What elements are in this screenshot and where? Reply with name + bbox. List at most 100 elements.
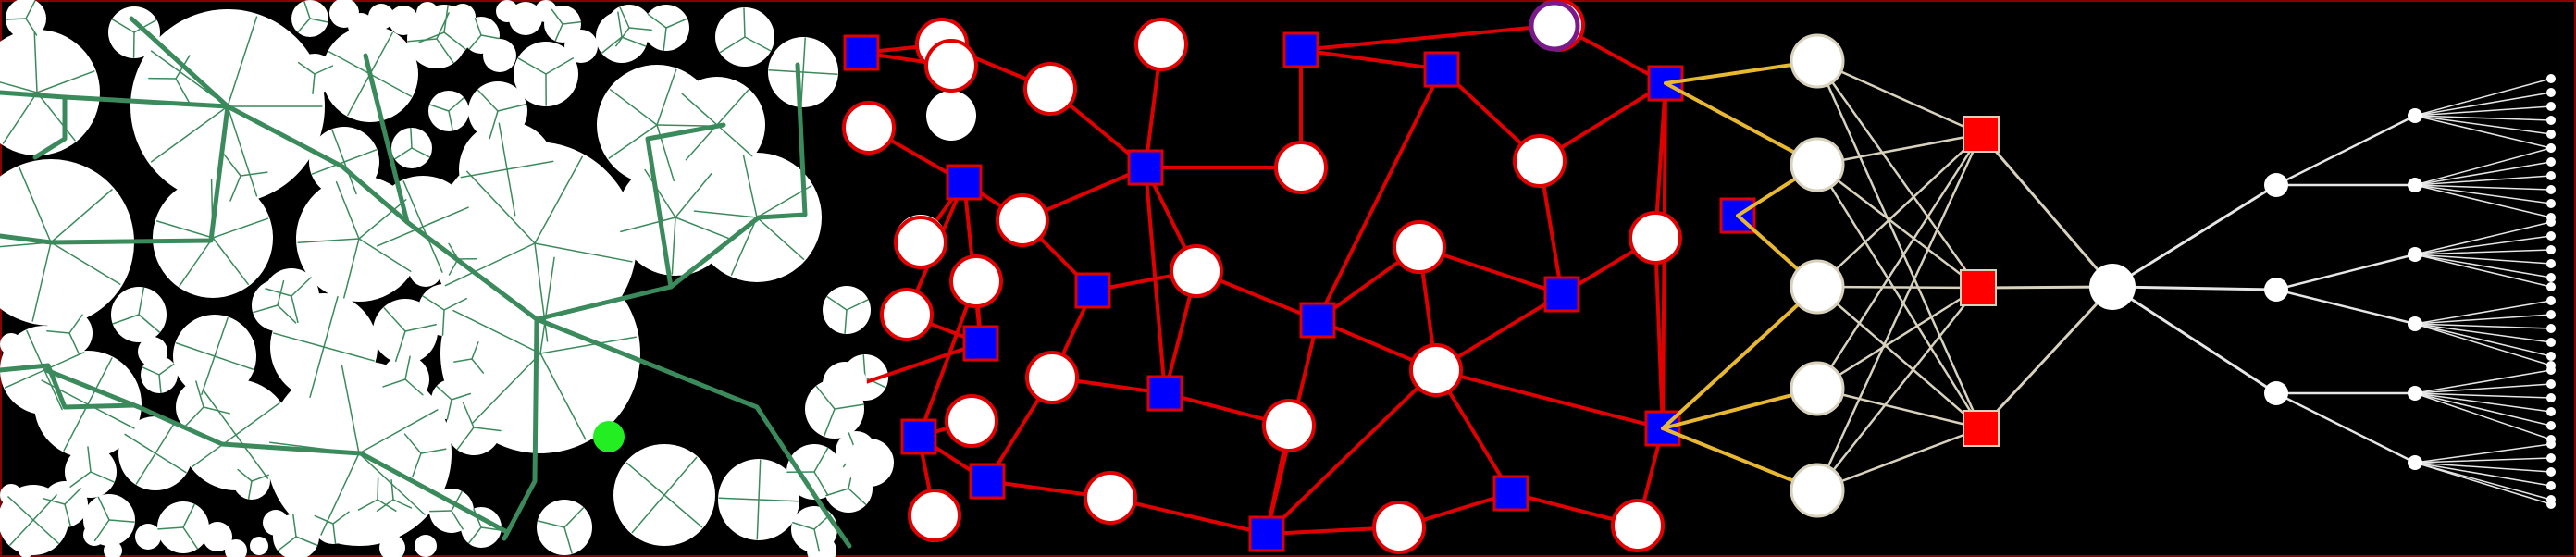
packing-spoke-edge bbox=[297, 238, 360, 244]
network-circle-node bbox=[1611, 499, 1665, 552]
packing-spoke-edge bbox=[237, 468, 253, 482]
packing-spoke-edge bbox=[41, 379, 89, 405]
packing-spoke-edge bbox=[311, 161, 345, 175]
packing-spoke-edge bbox=[323, 296, 339, 348]
packing-spoke-edge bbox=[446, 399, 452, 420]
packing-spoke-edge bbox=[615, 27, 630, 47]
packing-spoke-edge bbox=[158, 363, 175, 376]
packing-spoke-edge bbox=[7, 496, 34, 521]
packing-spoke-edge bbox=[815, 386, 836, 410]
packing-spoke-edge bbox=[377, 499, 397, 512]
packing-spoke-edge bbox=[335, 180, 360, 240]
network-circle-node bbox=[1409, 343, 1463, 397]
network-circle-node bbox=[908, 489, 961, 542]
packing-spoke-edge bbox=[756, 499, 760, 540]
packing-spoke-edge bbox=[538, 520, 565, 528]
packing-spoke-edge bbox=[347, 73, 371, 117]
tree-leaf-node bbox=[2546, 130, 2556, 139]
tree-leaf-edge bbox=[2414, 392, 2552, 440]
tree-leaf-edge bbox=[2414, 147, 2552, 186]
packing-spoke-edge bbox=[26, 329, 45, 371]
packing-spoke-edge bbox=[620, 217, 676, 233]
packing-spoke-edge bbox=[428, 510, 452, 513]
bipartite-left-node bbox=[1790, 463, 1845, 518]
tree-leaf-edge bbox=[2414, 78, 2552, 117]
packing-spoke-edge bbox=[369, 31, 393, 75]
packing-spoke-edge bbox=[407, 38, 438, 43]
tree-leaf-node bbox=[2546, 421, 2556, 430]
hub-edge bbox=[1979, 285, 2114, 430]
packing-spoke-edge bbox=[203, 406, 231, 415]
packing-spoke-edge bbox=[212, 237, 249, 285]
bipartite-left-node bbox=[1790, 33, 1845, 89]
packing-spoke-edge bbox=[214, 316, 229, 357]
packing-spoke-edge bbox=[477, 89, 499, 112]
tree-leaf-node bbox=[2546, 259, 2556, 268]
packing-spoke-edge bbox=[155, 220, 214, 239]
network-circle-node bbox=[924, 39, 978, 93]
tree-edge bbox=[2111, 183, 2278, 289]
packing-circle bbox=[19, 543, 33, 557]
packing-spoke-edge bbox=[150, 105, 229, 163]
tree-leaf-edge bbox=[2414, 323, 2552, 329]
packing-spoke-edge bbox=[376, 499, 394, 513]
tree-edge bbox=[2111, 285, 2278, 291]
packing-spoke-edge bbox=[358, 409, 439, 454]
packing-spoke-edge bbox=[517, 57, 547, 75]
packing-spoke-edge bbox=[201, 355, 216, 396]
tree-leaf-node bbox=[2546, 231, 2556, 241]
packing-spoke-edge bbox=[471, 358, 485, 374]
tree-leaf-node bbox=[2546, 199, 2556, 208]
tree-trunk-edge bbox=[0, 363, 137, 410]
packing-circle bbox=[203, 522, 232, 551]
tree-leaf-edge bbox=[2414, 184, 2552, 191]
packing-spoke-edge bbox=[68, 314, 83, 334]
packing-spoke-edge bbox=[758, 499, 799, 502]
gold-link-edge bbox=[1664, 81, 1819, 167]
packing-spoke-edge bbox=[112, 314, 140, 325]
tree-leaf-node bbox=[2546, 453, 2556, 463]
network-circle-node bbox=[1372, 501, 1426, 554]
packing-spoke-edge bbox=[278, 536, 297, 551]
packing-circle bbox=[416, 2, 439, 24]
network-edge bbox=[845, 341, 983, 390]
packing-circle bbox=[483, 39, 516, 72]
network-square-node bbox=[1248, 515, 1285, 552]
bipartite-left-node bbox=[1790, 259, 1845, 315]
tree-trunk-edge bbox=[645, 122, 726, 290]
packing-circle bbox=[0, 484, 22, 506]
packing-spoke-edge bbox=[277, 279, 285, 306]
packing-spoke-edge bbox=[663, 456, 698, 496]
packing-spoke-edge bbox=[608, 124, 658, 159]
network-square-node bbox=[1492, 475, 1530, 512]
bipartite-edge bbox=[1815, 427, 1983, 492]
packing-spoke-edge bbox=[743, 7, 746, 38]
packing-spoke-edge bbox=[394, 147, 413, 160]
packing-spoke-edge bbox=[227, 105, 258, 197]
packing-circle bbox=[250, 537, 268, 555]
packing-spoke-edge bbox=[108, 519, 135, 523]
tree-leaf-node bbox=[2546, 338, 2556, 347]
packing-spoke-edge bbox=[31, 241, 52, 322]
packing-spoke-edge bbox=[844, 309, 848, 334]
network-square-node bbox=[1543, 276, 1580, 313]
tree-level2-node bbox=[2408, 316, 2422, 331]
tree-leaf-edge bbox=[2414, 323, 2552, 366]
packing-spoke-edge bbox=[240, 171, 268, 177]
packing-spoke-edge bbox=[192, 434, 237, 468]
tree-leaf-node bbox=[2546, 467, 2556, 477]
network-edge bbox=[1316, 68, 1443, 322]
packing-spoke-edge bbox=[671, 217, 676, 275]
packing-spoke-edge bbox=[328, 51, 371, 75]
packing-circle bbox=[535, 0, 557, 22]
packing-spoke-edge bbox=[332, 511, 350, 525]
packing-spoke-edge bbox=[402, 180, 424, 228]
packing-spoke-edge bbox=[631, 494, 665, 534]
tree-leaf-node bbox=[2546, 310, 2556, 319]
packing-spoke-edge bbox=[312, 73, 316, 94]
packing-spoke-edge bbox=[460, 168, 508, 179]
bipartite-red-square bbox=[1963, 410, 2000, 447]
tree-edge bbox=[2274, 114, 2417, 187]
bipartite-edge bbox=[1815, 59, 1983, 136]
